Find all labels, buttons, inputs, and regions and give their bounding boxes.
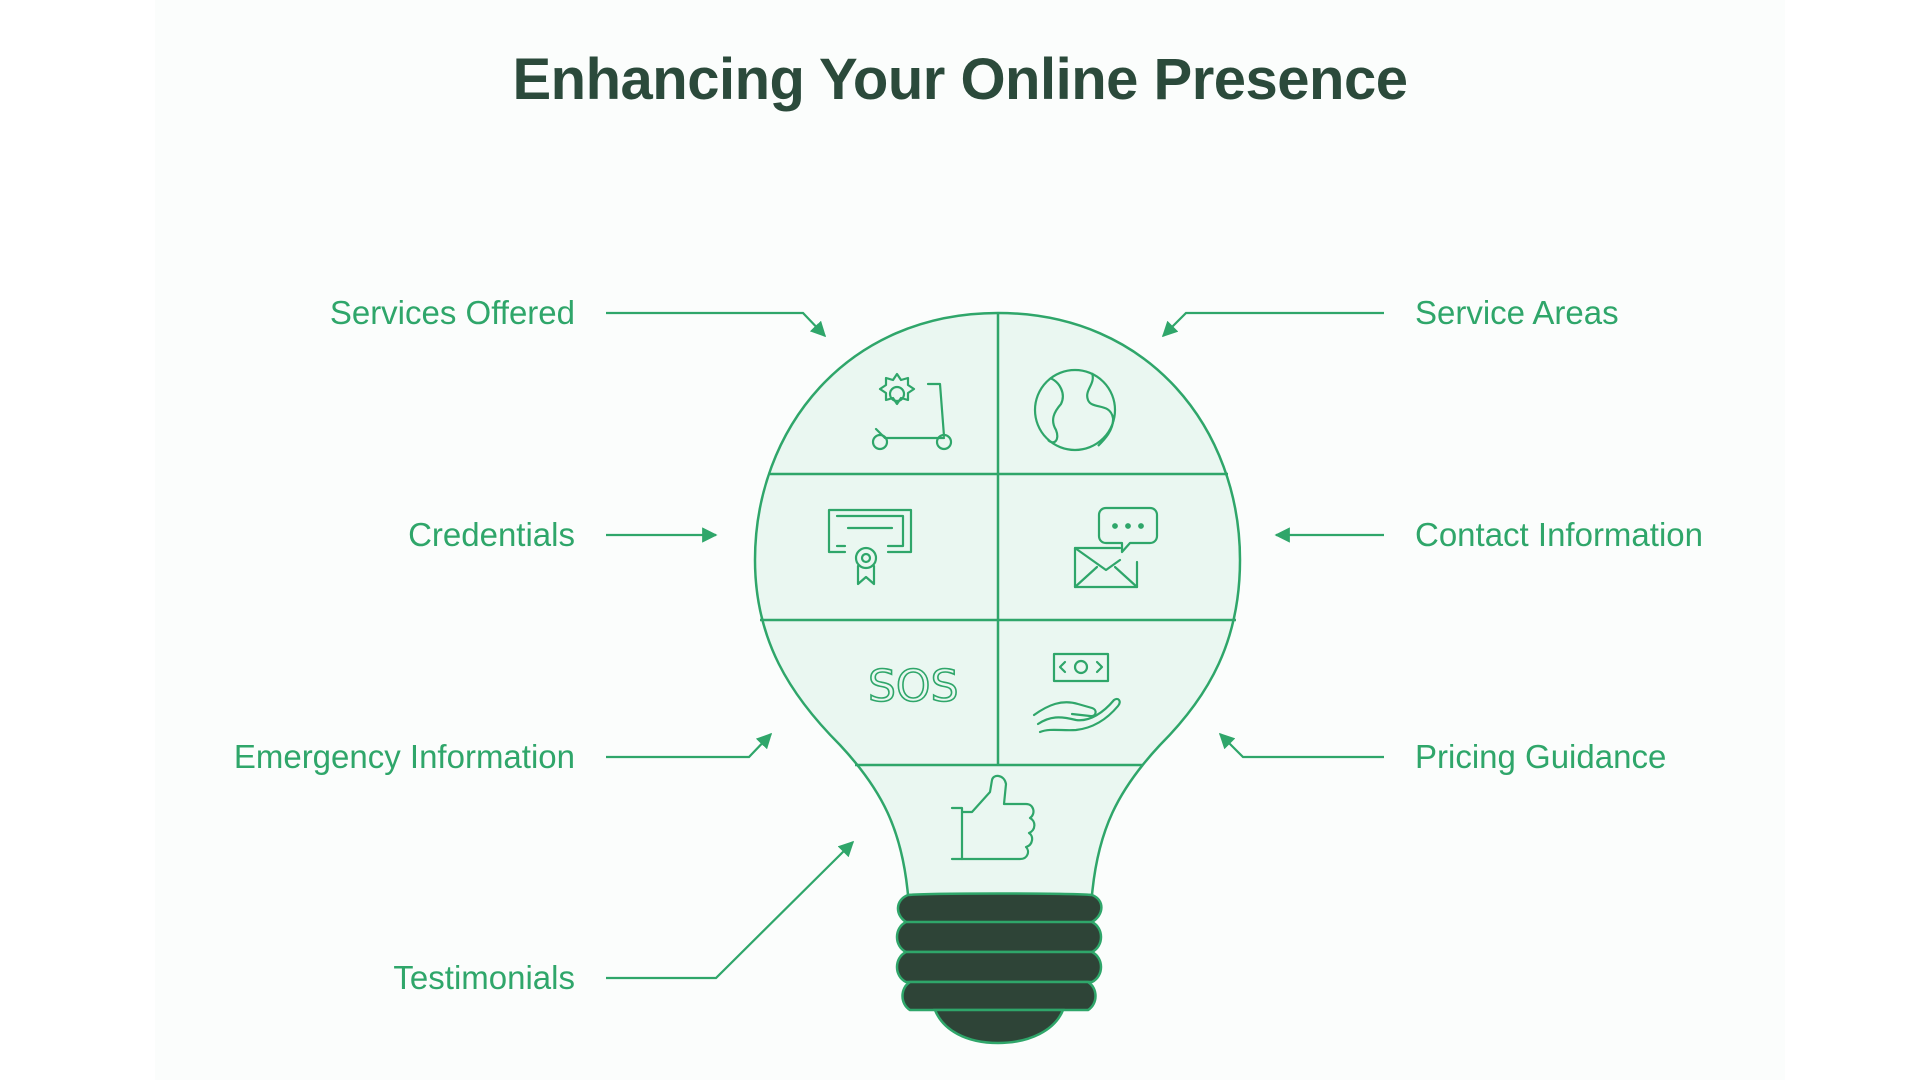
arrow-services-offered <box>606 311 827 338</box>
page-title: Enhancing Your Online Presence <box>512 47 1409 112</box>
globe-icon <box>1033 368 1117 452</box>
label-services-offered: Services Offered <box>329 294 575 331</box>
bulb-base <box>895 892 1103 1045</box>
arrow-testimonials <box>606 840 855 980</box>
envelope-chat-icon <box>1073 506 1159 589</box>
svg-text:SOS: SOS <box>868 661 959 712</box>
label-emergency-information: Emergency Information <box>233 738 575 775</box>
label-credentials: Credentials <box>408 516 575 553</box>
thumbs-up-icon <box>950 774 1036 861</box>
label-testimonials: Testimonials <box>393 959 575 996</box>
cash-hand-icon <box>1032 652 1121 734</box>
label-service-areas: Service Areas <box>1415 294 1619 331</box>
bulb-dividers <box>760 313 1236 767</box>
leader-arrows <box>606 311 1384 980</box>
gear-scooter-icon <box>871 372 953 451</box>
certificate-icon <box>827 508 913 586</box>
arrow-pricing-guidance <box>1218 732 1384 759</box>
label-contact-information: Contact Information <box>1415 516 1703 553</box>
label-pricing-guidance: Pricing Guidance <box>1415 738 1667 775</box>
sos-icon: SOS <box>867 660 959 713</box>
arrow-emergency-information <box>606 732 773 759</box>
arrow-service-areas <box>1161 311 1384 338</box>
